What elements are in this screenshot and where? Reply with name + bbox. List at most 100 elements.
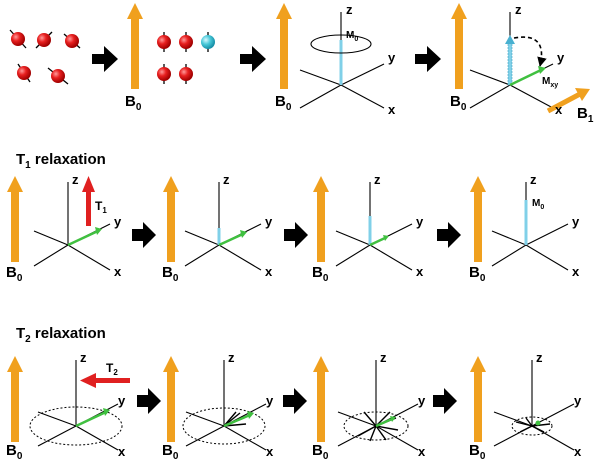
axes-3d — [491, 182, 569, 271]
axis-z-label: z — [374, 172, 381, 187]
axes-3d — [185, 360, 267, 451]
tip-arc — [513, 36, 547, 67]
b0-field-arrow — [276, 3, 292, 89]
axis-z-label: z — [536, 350, 543, 365]
residual-mxy — [535, 420, 541, 426]
magnetization-mxy — [67, 229, 99, 247]
spin-up — [179, 64, 193, 84]
magnetization-mz — [368, 216, 372, 245]
magnetization-tipping — [507, 41, 513, 86]
b0-label: B0 — [125, 93, 142, 113]
axis-z-label: z — [380, 350, 387, 365]
b0-label: B0 — [312, 442, 329, 462]
spin — [47, 67, 69, 85]
b0-field-arrow — [313, 356, 329, 442]
axis-x-label: x — [114, 264, 122, 279]
mxy-label: Mxy — [542, 76, 558, 89]
spin-up — [157, 32, 171, 52]
axis-z-label: z — [80, 350, 87, 365]
right-arrow — [92, 46, 118, 72]
spin-down — [201, 32, 215, 52]
axis-z-label: z — [228, 350, 235, 365]
t1-arrow — [82, 176, 95, 226]
spin-up — [179, 32, 193, 52]
b0-field-arrow — [451, 3, 467, 89]
axis-z-label: z — [72, 172, 79, 187]
right-arrow — [137, 388, 161, 414]
b1-field-arrow — [546, 88, 590, 114]
t2-label: T2 — [106, 361, 118, 377]
m0-label: M0 — [346, 30, 358, 43]
spin — [63, 33, 81, 49]
axis-y-label: y — [265, 214, 273, 229]
right-arrow — [437, 222, 461, 248]
axis-x-label: x — [118, 444, 126, 459]
t1-label: T1 — [95, 199, 107, 215]
axis-y-label: y — [574, 393, 582, 408]
axis-x-label: x — [572, 264, 580, 279]
axes-3d — [184, 182, 262, 271]
magnetization-m0 — [524, 200, 528, 245]
right-arrow — [433, 388, 457, 414]
dephasing-spins — [515, 417, 551, 433]
spin — [35, 31, 53, 49]
axis-y-label: y — [388, 50, 396, 65]
axes-3d — [493, 360, 575, 451]
axis-y-label: y — [114, 214, 122, 229]
b0-field-arrow — [163, 356, 179, 442]
axis-x-label: x — [574, 444, 582, 459]
axis-x-label: x — [418, 444, 426, 459]
xy-plane-ellipse — [29, 406, 123, 446]
b0-field-arrow — [127, 3, 143, 89]
right-arrow — [415, 46, 441, 72]
xy-plane-ellipse — [511, 416, 553, 436]
b0-field-arrow — [7, 176, 23, 262]
axis-y-label: y — [418, 393, 426, 408]
b0-label: B0 — [162, 442, 179, 462]
b0-label: B0 — [6, 264, 23, 284]
t2-section-title: T2 relaxation — [16, 325, 106, 345]
axis-z-label: z — [515, 2, 522, 17]
axis-z-label: z — [223, 172, 230, 187]
magnetization-mxy — [223, 413, 251, 428]
b0-label: B0 — [275, 93, 292, 113]
b0-field-arrow — [313, 176, 329, 262]
t1-section-title: T1 relaxation — [16, 151, 106, 171]
magnetization-mxy — [375, 417, 393, 428]
spin — [17, 63, 31, 83]
b0-field-arrow — [470, 356, 486, 442]
b0-label: B0 — [162, 264, 179, 284]
t2-arrow — [80, 373, 130, 388]
axis-x-label: x — [555, 102, 563, 117]
axis-z-label: z — [530, 172, 537, 187]
axis-y-label: y — [266, 393, 274, 408]
right-arrow — [284, 222, 308, 248]
axes-3d — [33, 182, 111, 271]
axis-z-label: z — [346, 2, 353, 17]
axis-y-label: y — [557, 50, 565, 65]
axis-y-label: y — [118, 393, 126, 408]
axes-3d — [335, 182, 413, 271]
axis-x-label: x — [388, 102, 396, 117]
precession-loop — [310, 34, 372, 54]
spin — [9, 29, 27, 49]
aligned-spins — [157, 32, 215, 84]
axes-3d — [337, 360, 419, 451]
b0-label: B0 — [469, 264, 486, 284]
axis-x-label: x — [266, 444, 274, 459]
magnetization-mxy — [75, 410, 107, 428]
m0-label: M0 — [532, 198, 544, 211]
right-arrow — [240, 46, 266, 72]
b0-field-arrow — [163, 176, 179, 262]
b0-field-arrow — [7, 356, 23, 442]
magnetization-mxy — [218, 232, 244, 247]
axis-x-label: x — [265, 264, 273, 279]
right-arrow — [283, 388, 307, 414]
magnetization-mxy — [509, 68, 542, 87]
b1-label: B1 — [577, 105, 594, 125]
b0-label: B0 — [450, 93, 467, 113]
magnetization-mxy — [369, 236, 386, 247]
b0-label: B0 — [312, 264, 329, 284]
b0-label: B0 — [6, 442, 23, 462]
